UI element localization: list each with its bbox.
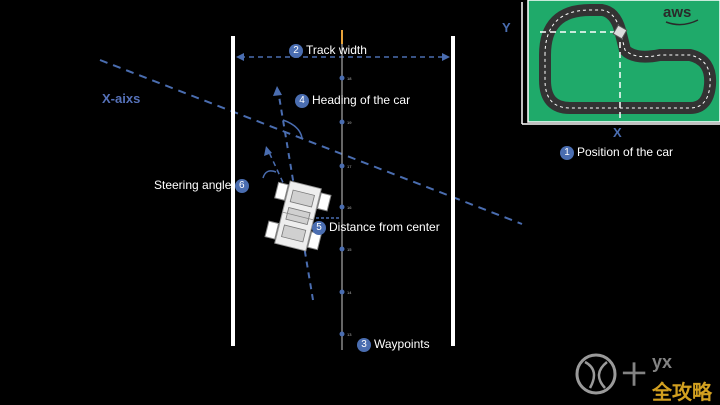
steering-angle-arc	[262, 170, 277, 179]
x-axis-line	[99, 59, 523, 225]
waypoint-label: 18	[347, 76, 352, 81]
waypoint-dot	[339, 331, 345, 337]
inset-track-centerline	[544, 9, 711, 109]
waypoints-text: Waypoints	[374, 337, 430, 351]
waypoint-label: 19	[347, 120, 352, 125]
watermark-cn: 全攻略	[652, 382, 712, 404]
badge-5: 5	[312, 220, 326, 235]
waypoint-dot	[339, 204, 345, 210]
car-icon	[264, 180, 332, 252]
waypoint-dots	[339, 75, 345, 337]
heading-line	[277, 89, 314, 301]
heading-arrow-head	[273, 86, 282, 96]
waypoint-dot	[339, 75, 345, 81]
heading-angle-arc	[282, 119, 303, 139]
badge-6: 6	[234, 178, 249, 193]
waypoint-label: 17	[347, 164, 352, 169]
waypoint-label: 16	[347, 205, 352, 210]
badge-1: 1	[560, 145, 574, 160]
distance-text: Distance from center	[329, 220, 440, 234]
track-map-inset	[527, 0, 720, 123]
steering-text: Steering angle	[154, 178, 232, 192]
steering-arrow-head	[264, 146, 272, 156]
watermark-prefix: 十	[622, 362, 646, 389]
badge-3: 3	[357, 337, 371, 352]
waypoint-dot	[339, 289, 345, 295]
waypoint-label: 14	[347, 290, 352, 295]
badge-4: 4	[295, 93, 309, 108]
x-axis-label: X-aixs	[102, 91, 141, 106]
track-width-arrow-left-head	[236, 53, 244, 61]
position-text: Position of the car	[577, 145, 674, 159]
aws-smile-icon	[665, 19, 699, 26]
inset-x-label: X	[613, 125, 622, 140]
aws-logo-text: aws	[663, 4, 692, 21]
label-steering: Steering angle 6	[154, 178, 252, 193]
inset-y-label: Y	[502, 20, 511, 35]
badge-2: 2	[289, 43, 303, 58]
inset-car-icon	[612, 24, 628, 40]
waypoint-dot	[339, 163, 345, 169]
waypoint-dot	[339, 246, 345, 252]
track-width-text: Track width	[306, 43, 367, 57]
waypoint-dot	[339, 119, 345, 125]
heading-text: Heading of the car	[312, 93, 411, 107]
waypoint-label: 13	[347, 332, 352, 337]
track-width-arrow-right-head	[442, 53, 450, 61]
waypoint-label: 15	[347, 247, 352, 252]
watermark-logo-icon	[575, 353, 617, 395]
watermark-suffix: yx	[652, 352, 673, 372]
